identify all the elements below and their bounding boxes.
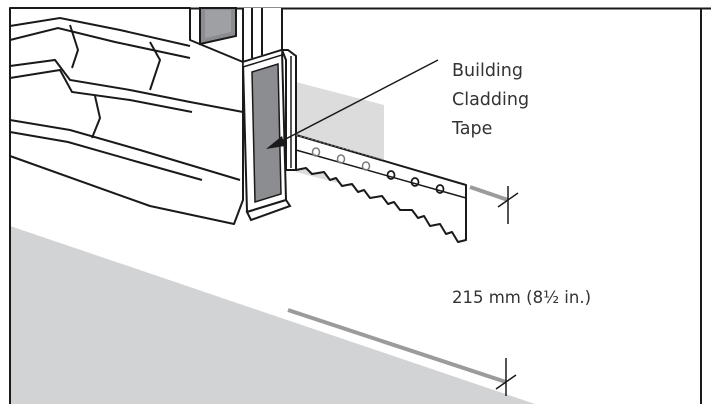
- lower-reference-line: [287, 308, 507, 384]
- ground-surface: [10, 226, 535, 404]
- callout-label-line2: Cladding: [452, 90, 529, 110]
- starter-strip: [295, 134, 467, 243]
- callout-label-line1: Building: [452, 61, 523, 81]
- callout-label-line3: Tape: [451, 119, 492, 139]
- cladding-tape: [251, 62, 282, 204]
- callout-leader: [275, 59, 439, 145]
- wall-section: [9, 7, 244, 225]
- upper-tick-cross: [497, 192, 519, 208]
- dimension-label: 215 mm (8½ in.): [452, 288, 591, 307]
- lower-tick-cross: [495, 374, 517, 390]
- upper-reference-line: [469, 185, 509, 202]
- callout-arrowhead: [266, 136, 285, 149]
- upper-tape-highlight: [205, 10, 231, 38]
